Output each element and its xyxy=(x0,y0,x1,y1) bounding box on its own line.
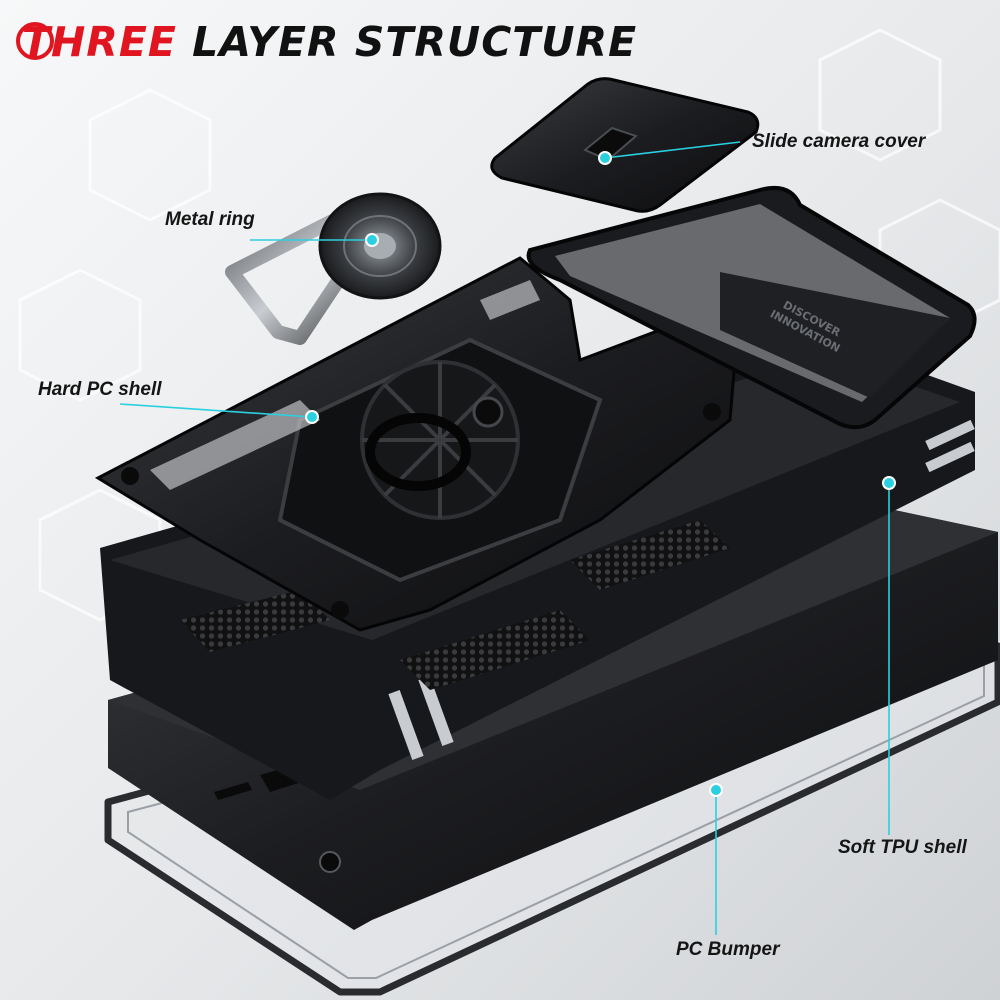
page-title: THREE LAYER STRUCTURE xyxy=(22,22,637,63)
dot-pc-bumper xyxy=(709,783,723,797)
callout-soft-tpu-shell: Soft TPU shell xyxy=(838,837,967,858)
title-ring-icon xyxy=(16,22,54,60)
dot-soft-tpu-shell xyxy=(882,476,896,490)
title-rest: LAYER STRUCTURE xyxy=(176,18,638,66)
callout-dots xyxy=(305,151,896,797)
callout-leaders xyxy=(119,141,890,935)
dot-metal-ring xyxy=(365,233,379,247)
callout-hard-pc-shell: Hard PC shell xyxy=(38,379,162,400)
title-highlight: THREE xyxy=(22,18,177,66)
callout-pc-bumper: PC Bumper xyxy=(676,939,780,960)
dot-slide-camera-cover xyxy=(598,151,612,165)
callout-metal-ring: Metal ring xyxy=(165,209,255,230)
hard-pc-shell xyxy=(94,256,742,632)
camera-frame xyxy=(526,185,977,430)
dot-hard-pc-shell xyxy=(305,410,319,424)
slide-camera-cover xyxy=(490,77,760,213)
callout-slide-camera-cover: Slide camera cover xyxy=(752,131,926,152)
